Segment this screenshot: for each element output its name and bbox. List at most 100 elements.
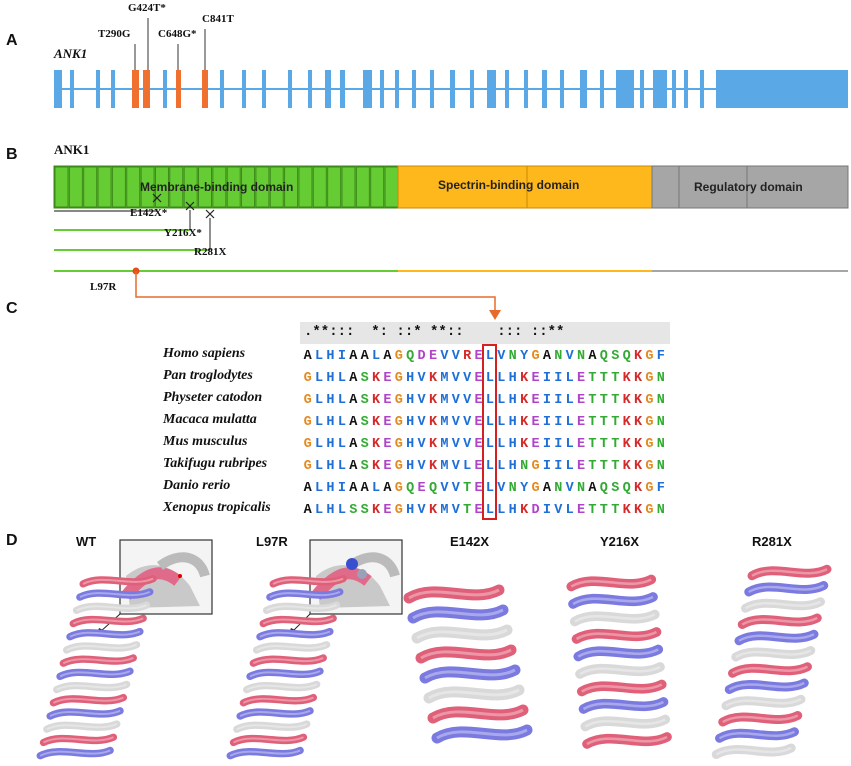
helix-ribbon	[243, 680, 321, 694]
helix-ribbon	[79, 575, 157, 588]
exon	[616, 70, 634, 108]
helix-highlight	[56, 683, 128, 691]
exon	[640, 70, 644, 108]
helix-highlight	[735, 649, 812, 659]
exon	[242, 70, 246, 108]
helix-ribbon	[76, 588, 154, 601]
helix-highlight	[229, 749, 301, 757]
helix-ribbon	[423, 684, 525, 704]
helix-highlight	[269, 590, 341, 599]
exon	[487, 70, 496, 108]
helix-ribbon	[582, 732, 672, 749]
ankyrin-repeat	[68, 166, 83, 208]
mutation-label-c841t: C841T	[202, 13, 234, 25]
exon	[716, 70, 848, 108]
helix-highlight	[76, 604, 147, 612]
helix-highlight	[586, 735, 668, 746]
helix-highlight	[256, 643, 328, 651]
mutant-exon	[202, 70, 208, 108]
mutant-exon	[176, 70, 181, 108]
helix-highlight	[239, 709, 311, 717]
conservation-row: .**::: *: ::* **:: ::: ::**	[300, 322, 670, 344]
mutation-label-l97r: L97R	[90, 281, 117, 293]
helix-highlight	[272, 577, 344, 585]
ankyrin-repeat	[169, 166, 184, 208]
panel-d-letter: D	[6, 532, 18, 549]
structure-label-e142x: E142X	[450, 534, 490, 549]
helix-ribbon	[46, 707, 124, 720]
exon	[580, 70, 587, 108]
exon	[111, 70, 115, 108]
helix-highlight	[66, 643, 138, 651]
exon	[542, 70, 547, 108]
ankyrin-repeat	[284, 166, 299, 208]
exon	[395, 70, 399, 108]
helix-highlight	[718, 730, 796, 740]
helix-highlight	[49, 709, 121, 717]
exon	[700, 70, 704, 108]
helix-ribbon	[249, 654, 327, 667]
ankyrin-repeat	[241, 166, 256, 208]
helix-ribbon	[575, 662, 665, 679]
helix-highlight	[79, 590, 151, 599]
gene-name: ANK1	[54, 46, 88, 61]
mutation-label-t290g: T290G	[98, 28, 131, 40]
helix-ribbon	[427, 704, 529, 724]
helix-highlight	[751, 568, 828, 577]
helix-ribbon	[59, 654, 137, 667]
helix-ribbon	[744, 581, 829, 597]
ankyrin-repeat	[298, 166, 313, 208]
ankyrin-repeat	[54, 166, 69, 208]
helix-ribbon	[39, 733, 118, 747]
helix-ribbon	[62, 641, 141, 654]
helix-highlight	[82, 577, 154, 585]
helix-ribbon	[747, 564, 832, 581]
mutant-exon	[143, 70, 150, 108]
mutation-label-g424t: G424T*	[128, 2, 166, 14]
helix-ribbon	[407, 604, 509, 624]
helix-highlight	[72, 617, 144, 625]
ankyrin-repeat	[355, 166, 370, 208]
mutant-exon	[132, 70, 139, 108]
helix-highlight	[744, 600, 822, 610]
exon	[70, 70, 74, 108]
helix-ribbon	[568, 592, 658, 609]
species-name: Pan troglodytes	[163, 368, 253, 383]
helix-ribbon	[262, 601, 341, 614]
exon	[684, 70, 688, 108]
helix-ribbon	[69, 614, 147, 628]
structure-illustrations	[36, 539, 832, 760]
ankyrin-repeat	[83, 166, 98, 208]
helix-highlight	[233, 736, 304, 744]
helix-highlight	[424, 668, 516, 680]
panel-c-letter: C	[6, 300, 18, 317]
mutation-label-y216x: Y216X*	[164, 227, 202, 239]
helix-highlight	[725, 698, 802, 707]
ankyrin-repeat	[226, 166, 241, 208]
ankyrin-repeat	[140, 166, 155, 208]
exon	[308, 70, 312, 108]
exon	[505, 70, 509, 108]
helix-highlight	[249, 670, 321, 678]
helix-highlight	[577, 648, 659, 658]
helix-highlight	[748, 584, 825, 594]
helix-highlight	[69, 630, 141, 638]
exon	[524, 70, 528, 108]
mutation-label-c648g: C648G*	[158, 28, 197, 40]
helix-ribbon	[741, 597, 825, 613]
helix-ribbon	[53, 680, 131, 694]
helix-ribbon	[266, 588, 344, 601]
ankyrin-repeat	[198, 166, 212, 208]
mutation-label-r281x: R281X	[194, 246, 227, 258]
helix-ribbon	[66, 627, 144, 641]
helix-highlight	[570, 578, 652, 588]
helix-ribbon	[72, 601, 151, 614]
exon	[600, 70, 604, 108]
helix-ribbon	[256, 627, 334, 641]
alignment-arrowhead	[489, 310, 501, 320]
exon	[412, 70, 416, 108]
